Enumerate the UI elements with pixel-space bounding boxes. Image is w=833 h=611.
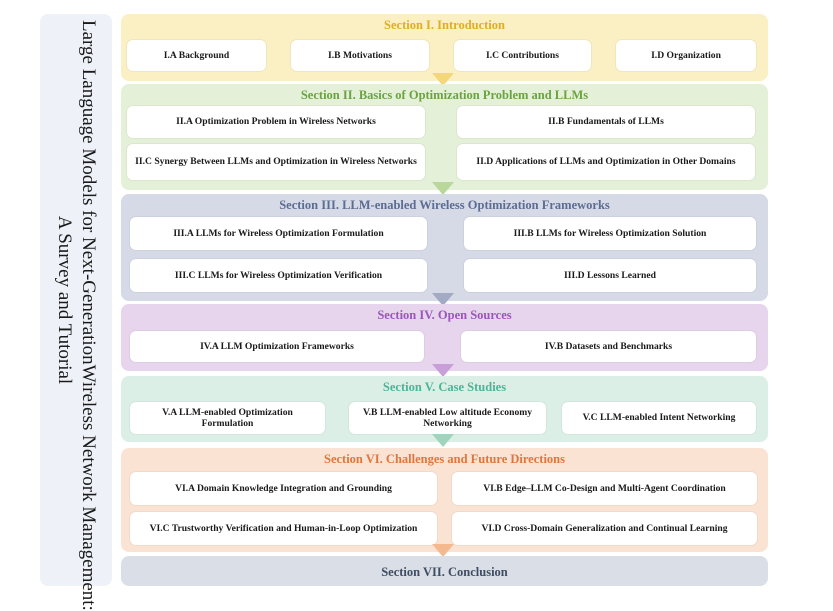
section-conclusion: Section VII. Conclusion bbox=[121, 556, 768, 586]
section-title: Section VI. Challenges and Future Direct… bbox=[324, 452, 565, 466]
section-title: Section IV. Open Sources bbox=[377, 308, 512, 322]
section-title: Section II. Basics of Optimization Probl… bbox=[300, 88, 589, 102]
subsection-box: II.D Applications of LLMs and Optimizati… bbox=[457, 144, 755, 180]
subsection-box: III.A LLMs for Wireless Optimization For… bbox=[130, 217, 427, 250]
flow-arrow bbox=[432, 73, 454, 86]
paper-title-line-1: Large Language Models for Next-Generatio… bbox=[78, 20, 99, 611]
subsection-box: I.B Motivations bbox=[291, 40, 429, 71]
flow-arrow bbox=[432, 434, 454, 447]
paper-title: Large Language Models for Next-Generatio… bbox=[52, 20, 100, 611]
subsection-box: II.B Fundamentals of LLMs bbox=[457, 106, 755, 138]
subsection-box: II.C Synergy Between LLMs and Optimizati… bbox=[127, 144, 425, 180]
subsection-box: V.B LLM-enabled Low altitude Economy Net… bbox=[349, 402, 546, 434]
subsection-box: III.B LLMs for Wireless Optimization Sol… bbox=[464, 217, 756, 250]
flow-arrow bbox=[432, 182, 454, 195]
section-title: Section I. Introduction bbox=[384, 18, 505, 32]
subsection-box: V.A LLM-enabled Optimization Formulation bbox=[130, 402, 325, 434]
section-case-studies: Section V. Case Studies V.A LLM-enabled … bbox=[121, 376, 768, 442]
subsection-box: IV.B Datasets and Benchmarks bbox=[461, 331, 756, 362]
subsection-box: IV.A LLM Optimization Frameworks bbox=[130, 331, 424, 362]
section-introduction: Section I. Introduction I.A Background I… bbox=[121, 14, 768, 81]
flow-arrow bbox=[432, 364, 454, 377]
subsection-box: VI.A Domain Knowledge Integration and Gr… bbox=[130, 472, 437, 505]
subsection-box: VI.C Trustworthy Verification and Human-… bbox=[130, 512, 437, 545]
subsection-box: V.C LLM-enabled Intent Networking bbox=[562, 402, 756, 434]
subsection-box: VI.B Edge–LLM Co-Design and Multi-Agent … bbox=[452, 472, 757, 505]
section-title: Section VII. Conclusion bbox=[381, 565, 508, 579]
section-frameworks: Section III. LLM-enabled Wireless Optimi… bbox=[121, 194, 768, 301]
section-basics: Section II. Basics of Optimization Probl… bbox=[121, 84, 768, 190]
section-title: Section V. Case Studies bbox=[382, 380, 507, 394]
paper-title-line-2: A Survey and Tutorial bbox=[54, 215, 75, 385]
section-open-sources: Section IV. Open Sources IV.A LLM Optimi… bbox=[121, 304, 768, 371]
subsection-box: II.A Optimization Problem in Wireless Ne… bbox=[127, 106, 425, 138]
subsection-box: III.C LLMs for Wireless Optimization Ver… bbox=[130, 259, 427, 292]
subsection-box: I.A Background bbox=[127, 40, 266, 71]
section-challenges: Section VI. Challenges and Future Direct… bbox=[121, 448, 768, 552]
flow-arrow bbox=[432, 544, 454, 557]
subsection-box: VI.D Cross-Domain Generalization and Con… bbox=[452, 512, 757, 545]
title-sidebar: Large Language Models for Next-Generatio… bbox=[40, 14, 112, 611]
subsection-box: I.D Organization bbox=[616, 40, 756, 71]
section-title: Section III. LLM-enabled Wireless Optimi… bbox=[279, 198, 610, 212]
subsection-box: III.D Lessons Learned bbox=[464, 259, 756, 292]
subsection-box: I.C Contributions bbox=[454, 40, 591, 71]
flow-arrow bbox=[432, 293, 454, 306]
